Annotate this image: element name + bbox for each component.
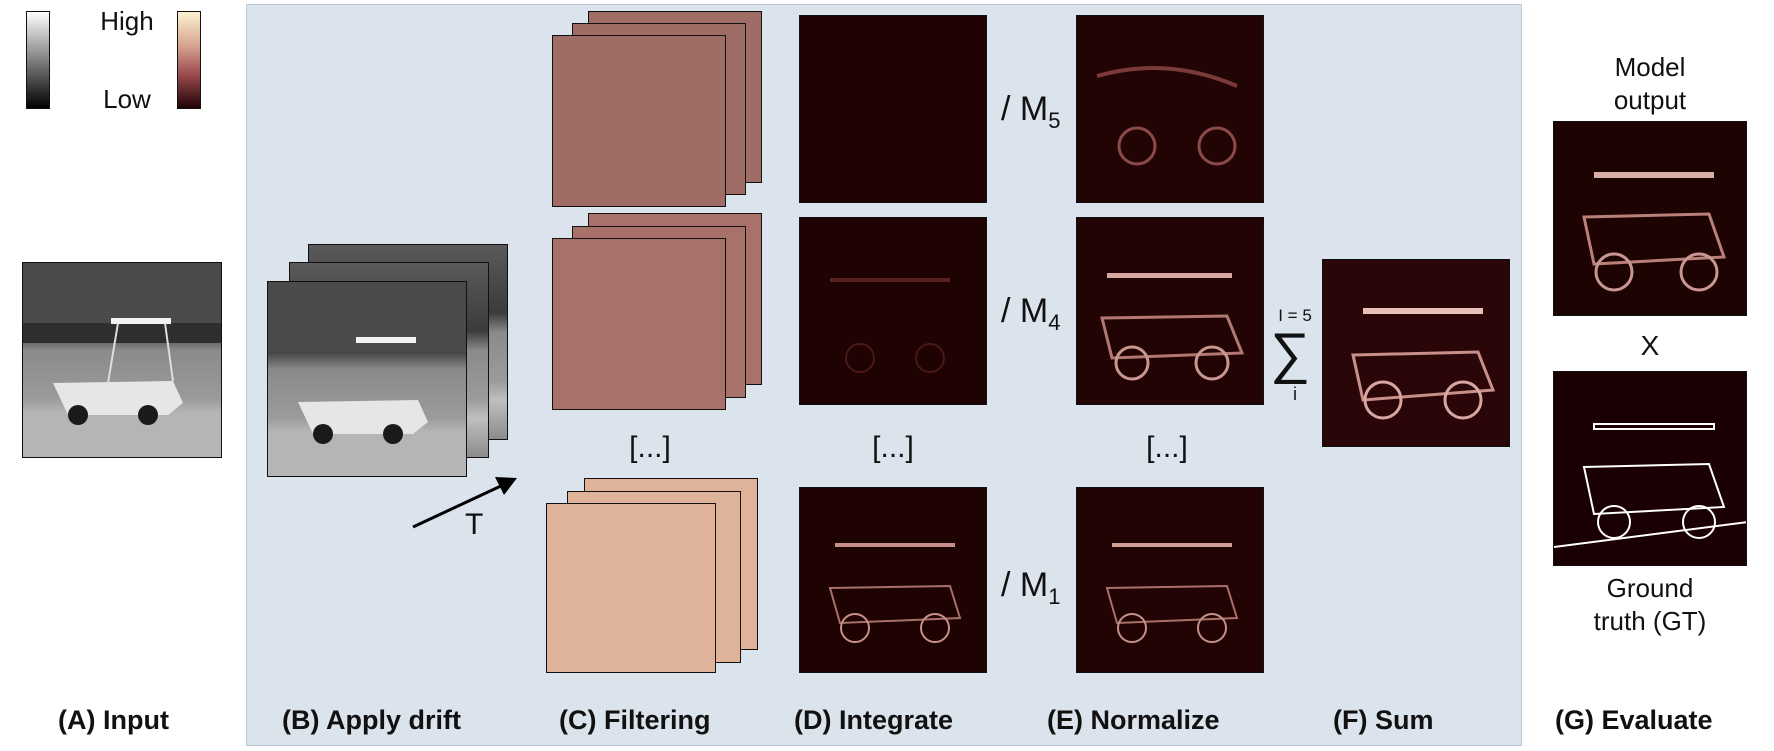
integrate-m4	[799, 217, 987, 405]
drift-label-t: T	[465, 508, 484, 541]
heat-colorbar	[177, 11, 201, 109]
sum-lower-limit: i	[1293, 384, 1297, 404]
model-output-label-2: output	[1613, 85, 1687, 115]
filter-m4-front	[552, 238, 726, 410]
ground-truth-image	[1553, 371, 1747, 566]
times-symbol: X	[1640, 330, 1660, 361]
ground-truth-label-1: Ground	[1606, 573, 1694, 603]
step-label-normalize: (E) Normalize	[1047, 705, 1220, 735]
colorbar-high-label: High	[100, 6, 154, 36]
step-label-input: (A) Input	[58, 705, 169, 735]
sum-output	[1322, 259, 1510, 447]
norm-label-m5: / M5	[1001, 90, 1061, 133]
normalize-m1	[1076, 487, 1264, 673]
norm-label-m1: / M1	[1001, 566, 1061, 609]
step-label-integrate: (D) Integrate	[794, 705, 954, 735]
filter-ellipsis: [...]	[629, 431, 671, 464]
drift-arrow	[412, 477, 517, 529]
colorbar-low-label: Low	[103, 84, 151, 114]
model-output-label-1: Model	[1614, 52, 1686, 82]
ground-truth-label-2: truth (GT)	[1593, 606, 1707, 636]
filter-m5-front	[552, 35, 726, 207]
step-label-apply-drift: (B) Apply drift	[282, 705, 461, 735]
normalize-ellipsis: [...]	[1146, 431, 1188, 464]
norm-label-m4: / M4	[1001, 292, 1061, 335]
sum-upper-limit: I = 5	[1278, 306, 1312, 325]
filter-m1-front	[546, 503, 716, 673]
sum-symbol: ∑	[1270, 321, 1310, 384]
drift-frame-front	[267, 281, 467, 477]
model-output-image	[1553, 121, 1747, 316]
input-image	[22, 262, 222, 458]
grayscale-colorbar	[26, 11, 50, 109]
step-label-sum: (F) Sum	[1333, 705, 1434, 735]
normalize-m4	[1076, 217, 1264, 405]
integrate-m1	[799, 487, 987, 673]
integrate-m5	[799, 15, 987, 203]
normalize-m5	[1076, 15, 1264, 203]
integrate-ellipsis: [...]	[872, 431, 914, 464]
step-label-evaluate: (G) Evaluate	[1555, 705, 1713, 735]
step-label-filtering: (C) Filtering	[559, 705, 711, 735]
